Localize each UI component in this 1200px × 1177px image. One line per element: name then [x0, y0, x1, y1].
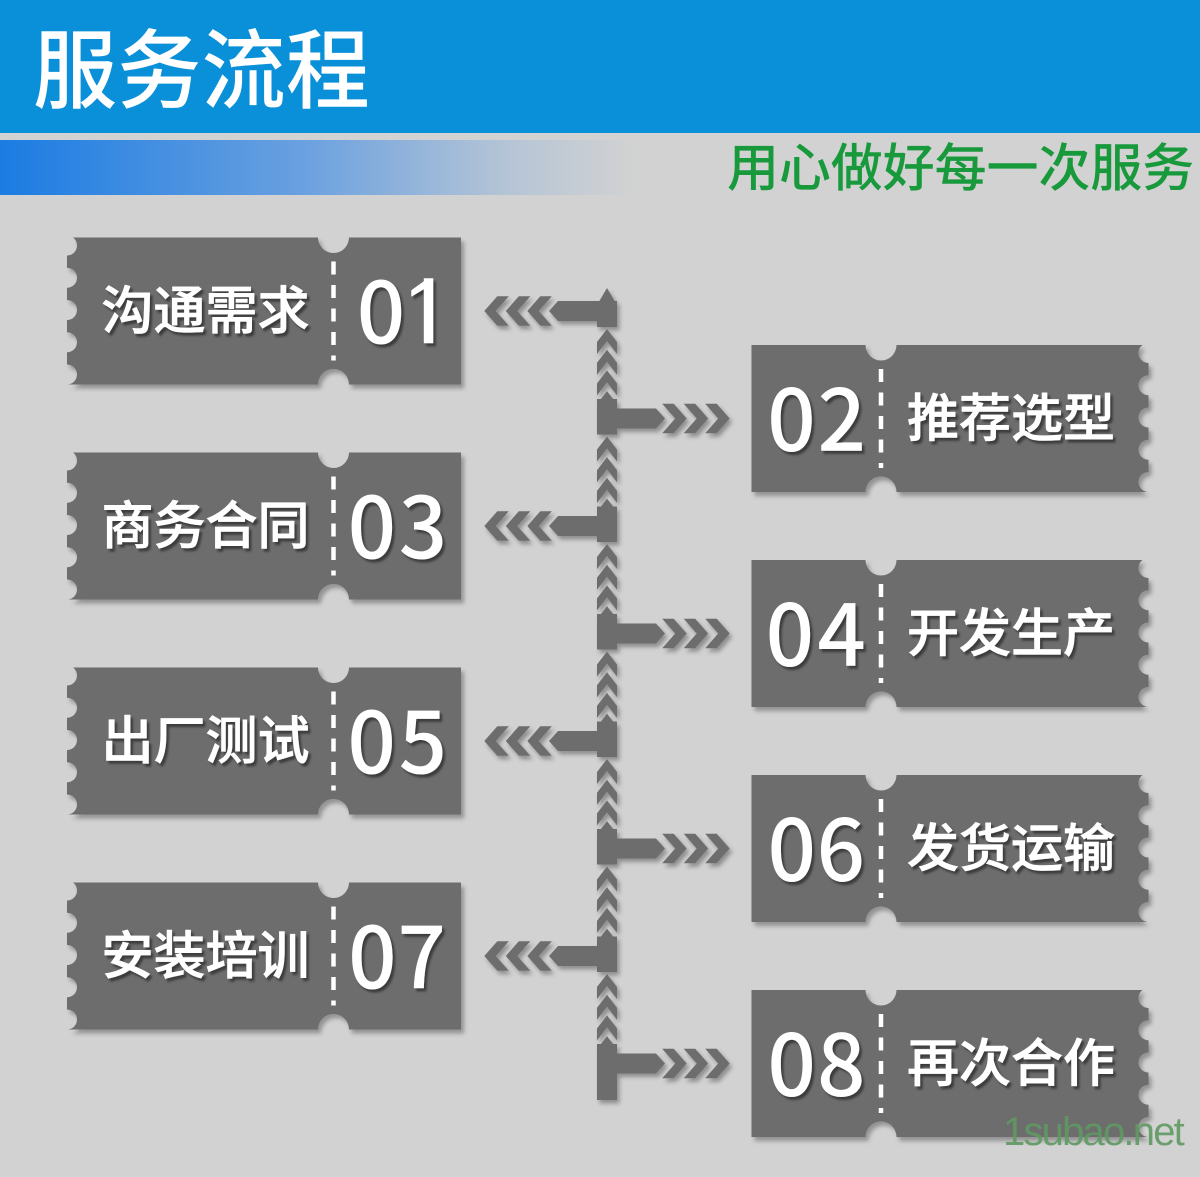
svg-text:1subao.net: 1subao.net — [1003, 1110, 1185, 1154]
